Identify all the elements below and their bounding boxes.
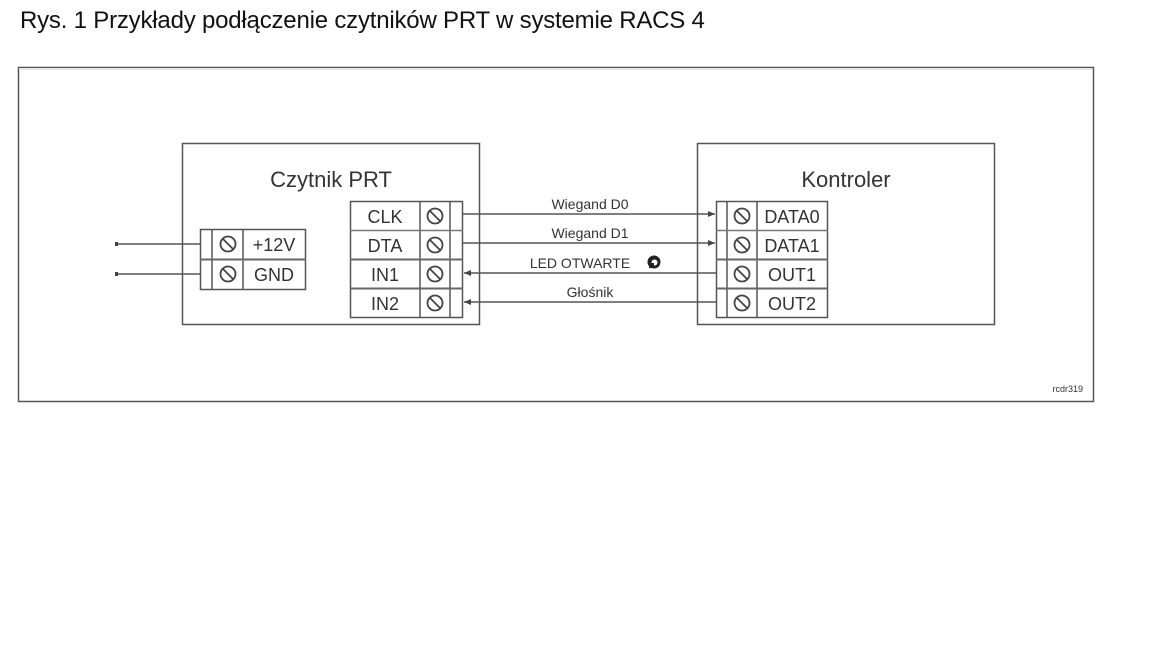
controller-title: Kontroler bbox=[801, 167, 890, 192]
wire-label-wiegand-d0: Wiegand D0 bbox=[551, 196, 628, 212]
terminal-label-gnd: GND bbox=[254, 265, 294, 285]
terminal-label-in2: IN2 bbox=[371, 294, 399, 314]
controller-terminal-block: DATA0 DATA1 OUT1 OUT2 bbox=[715, 200, 829, 319]
power-wires bbox=[115, 242, 201, 276]
figure-code: rcdr319 bbox=[1052, 384, 1083, 394]
wire-label-wiegand-d1: Wiegand D1 bbox=[551, 225, 628, 241]
figure-title: Rys. 1 Przykłady podłączenie czytników P… bbox=[20, 7, 705, 34]
terminal-label-out1: OUT1 bbox=[768, 265, 816, 285]
terminal-label-dta: DTA bbox=[368, 236, 403, 256]
connection-wires: Wiegand D0 Wiegand D1 LED OTWARTE Głośni… bbox=[463, 196, 716, 305]
reader-title: Czytnik PRT bbox=[270, 167, 392, 192]
reader-terminal-block: CLK DTA IN1 IN2 bbox=[349, 200, 464, 319]
terminal-label-12v: +12V bbox=[253, 235, 296, 255]
wire-label-led-otwarte: LED OTWARTE bbox=[530, 255, 630, 271]
terminal-label-clk: CLK bbox=[367, 207, 402, 227]
wire-label-glosnik: Głośnik bbox=[567, 284, 615, 300]
terminal-label-in1: IN1 bbox=[371, 265, 399, 285]
terminal-label-data1: DATA1 bbox=[764, 236, 819, 256]
padlock-open-icon bbox=[647, 255, 661, 269]
power-terminal-block: +12V GND bbox=[199, 228, 307, 291]
terminal-label-out2: OUT2 bbox=[768, 294, 816, 314]
terminal-label-data0: DATA0 bbox=[764, 207, 819, 227]
